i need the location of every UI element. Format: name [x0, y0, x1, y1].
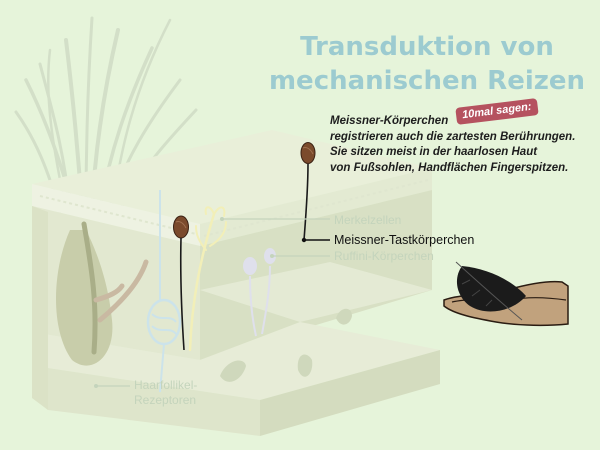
- description-line-2: registrieren auch die zartesten Berührun…: [330, 130, 576, 143]
- label-hair-line-2: Rezeptoren: [134, 393, 197, 407]
- description-line-3: Sie sitzen meist in der haarlosen Haut: [330, 146, 538, 158]
- page-title: Transduktion von mechanischen Reizen: [262, 30, 592, 98]
- label-merkel-cells: Merkelzellen: [334, 213, 402, 227]
- description-line-4: von Fußsohlen, Handflächen Fingerspitzen…: [330, 161, 569, 174]
- pacinian-coil: [146, 190, 182, 393]
- description-line-1: Meissner-Körperchen: [330, 115, 449, 127]
- tissue-cells: [220, 308, 352, 382]
- title-line-2: mechanischen Reizen: [268, 66, 586, 96]
- leader-lines: [94, 217, 330, 388]
- label-hair-line-1: Haarfollikel-: [134, 378, 198, 392]
- ruffini-corpuscles: [243, 248, 276, 337]
- merkel-cell-nerve: [188, 206, 227, 352]
- hair-follicle: [56, 221, 149, 366]
- title-line-1: Transduktion von: [300, 32, 554, 62]
- label-ruffini-corpuscles: Ruffini-Körperchen: [334, 249, 434, 263]
- label-hair-follicle-receptors: Haarfollikel- Rezeptoren: [134, 378, 197, 408]
- description: Meissner-Körperchen registrieren auch di…: [330, 114, 592, 176]
- meissner-corpuscle-2: [300, 142, 316, 241]
- meissner-corpuscle-1: [173, 215, 189, 351]
- label-meissner-corpuscles: Meissner-Tastkörperchen: [334, 233, 475, 247]
- feather-icon: [455, 261, 526, 321]
